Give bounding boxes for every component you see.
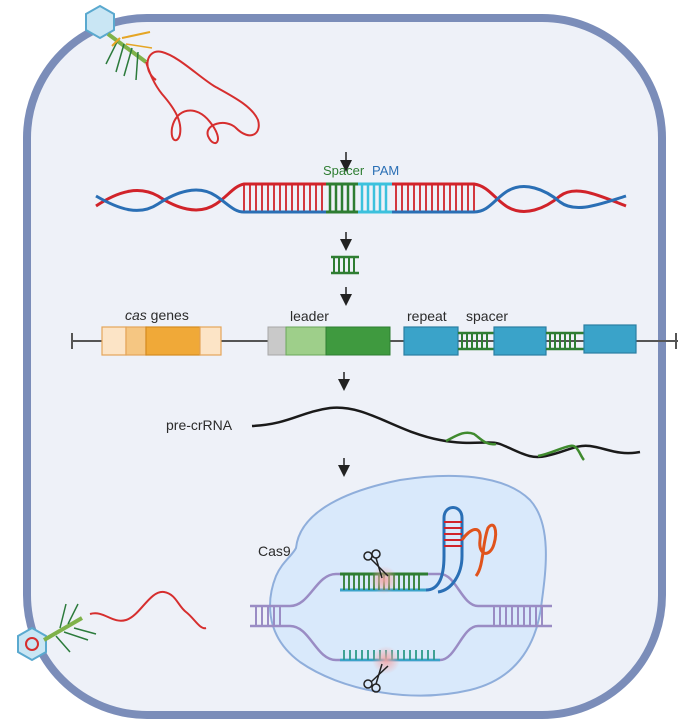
leader-block: [285, 326, 327, 356]
dna-double-helix: [95, 182, 627, 214]
repeat-block: [403, 326, 459, 356]
scissors-icon: [363, 549, 389, 579]
cas-gene-block: [199, 326, 222, 356]
repeat-block: [493, 326, 547, 356]
cas-genes-label: cas genes: [125, 307, 189, 323]
bacteriophage-icon: [85, 4, 153, 81]
repeat-label: repeat: [407, 308, 447, 324]
cut-site-glow: [372, 646, 400, 674]
pre-crrna-spacer-segment: [445, 431, 497, 446]
crispr-locus: [71, 324, 678, 356]
tracrrna-tail: [460, 523, 498, 577]
repeat-block: [583, 324, 637, 354]
spacer-block: [546, 331, 584, 351]
pam-label: PAM: [372, 163, 399, 178]
spacer-label: Spacer: [323, 163, 365, 178]
leader-block: [325, 326, 391, 356]
spacer-array-label: spacer: [466, 308, 508, 324]
phage-genome-rna: [145, 50, 260, 144]
cas-gene-block: [101, 326, 127, 356]
phage-genome-rna: [89, 590, 207, 630]
spacer-block: [458, 331, 494, 351]
cas-gene-block: [145, 326, 201, 356]
spacer-fragment: [331, 255, 359, 275]
cut-site-glow: [370, 566, 398, 594]
cas-gene-block: [125, 326, 147, 356]
pre-crrna-label: pre-crRNA: [166, 417, 233, 433]
scissors-icon: [363, 663, 389, 693]
cas9-label: Cas9: [258, 543, 291, 559]
promoter-block: [267, 326, 287, 356]
pre-crrna-strand: [251, 406, 641, 459]
pre-crrna-spacer-segment: [537, 444, 585, 461]
leader-label: leader: [290, 308, 329, 324]
bacteriophage-icon: [17, 603, 97, 662]
